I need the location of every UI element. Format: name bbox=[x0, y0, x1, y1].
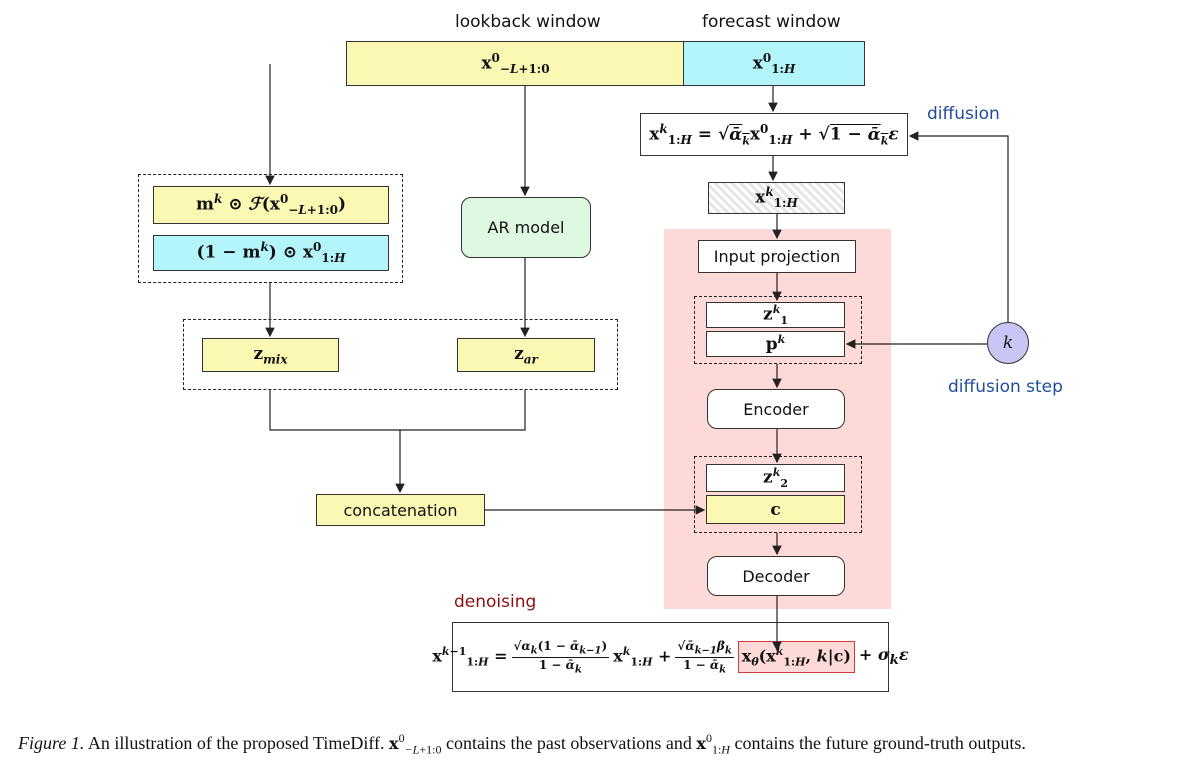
lookback-window-bar: x0−L+1:0 bbox=[346, 41, 684, 86]
input-projection-label: Input projection bbox=[713, 247, 841, 266]
denoising-equation-box: xk−11:H = √αk(1 − ᾱk−1) 1 − ᾱk xk1:H + √… bbox=[432, 622, 909, 692]
future-mixup-box: mk ⊙ ℱ(x0−L+1:0) bbox=[153, 186, 389, 224]
caption-text: An illustration of the proposed TimeDiff… bbox=[87, 731, 1026, 757]
pk: pk bbox=[765, 333, 786, 355]
z-mix: zmix bbox=[253, 343, 288, 367]
figure-label: Figure 1. bbox=[18, 733, 85, 753]
forecast-var: x01:H bbox=[752, 50, 796, 77]
c-box: c bbox=[706, 495, 845, 524]
diffusion-equation-box: xk1:H = √ᾱkx01:H + √1 − ᾱkε bbox=[640, 113, 908, 156]
diffusion-label: diffusion bbox=[927, 104, 1000, 124]
denoising-label: denoising bbox=[454, 592, 537, 612]
lookback-var: x0−L+1:0 bbox=[481, 50, 550, 77]
concatenation-box: concatenation bbox=[316, 494, 485, 526]
z1: zk1 bbox=[763, 302, 788, 328]
c: c bbox=[770, 499, 781, 520]
past-mixup-expr: (1 − mk) ⊙ x01:H bbox=[196, 240, 346, 266]
figure-caption: Figure 1. An illustration of the propose… bbox=[18, 727, 1193, 761]
diffusion-step-node: k bbox=[987, 322, 1029, 364]
ar-model-box: AR model bbox=[461, 197, 591, 258]
noisy-series-box: xk1:H bbox=[708, 182, 845, 214]
arrow-step-to-diffusion bbox=[908, 131, 1009, 322]
past-mixup-box: (1 − mk) ⊙ x01:H bbox=[153, 235, 389, 271]
concatenation-label: concatenation bbox=[343, 500, 458, 520]
encoder-box: Encoder bbox=[707, 389, 845, 429]
denoising-equation: xk−11:H = √αk(1 − ᾱk−1) 1 − ᾱk xk1:H + √… bbox=[432, 639, 909, 675]
diffusion-step-label: diffusion step bbox=[948, 377, 1063, 397]
forecast-window-label: forecast window bbox=[702, 12, 841, 32]
z-ar: zar bbox=[514, 343, 538, 367]
decoder-label: Decoder bbox=[742, 566, 810, 586]
z2: zk2 bbox=[763, 465, 788, 491]
ar-model-label: AR model bbox=[487, 218, 565, 237]
z-mix-box: zmix bbox=[202, 338, 339, 372]
decoder-box: Decoder bbox=[707, 556, 845, 596]
input-projection-box: Input projection bbox=[698, 240, 856, 273]
pk-box: pk bbox=[706, 331, 845, 357]
diffusion-step-symbol: k bbox=[1002, 333, 1014, 353]
z1-box: zk1 bbox=[706, 302, 845, 328]
encoder-label: Encoder bbox=[743, 399, 809, 419]
lookback-window-label: lookback window bbox=[455, 12, 601, 32]
z2-box: zk2 bbox=[706, 464, 845, 492]
noisy-var: xk1:H bbox=[755, 185, 798, 211]
diffusion-equation: xk1:H = √ᾱkx01:H + √1 − ᾱkε bbox=[649, 121, 899, 148]
forecast-window-bar: x01:H bbox=[683, 41, 865, 86]
future-mixup-expr: mk ⊙ ℱ(x0−L+1:0) bbox=[195, 192, 347, 218]
conditions-group bbox=[183, 319, 618, 390]
connector-zmix-down bbox=[269, 390, 526, 431]
z-ar-box: zar bbox=[457, 338, 595, 372]
denoiser-output-term: xθ(xk1:H, k|c) bbox=[737, 641, 855, 673]
